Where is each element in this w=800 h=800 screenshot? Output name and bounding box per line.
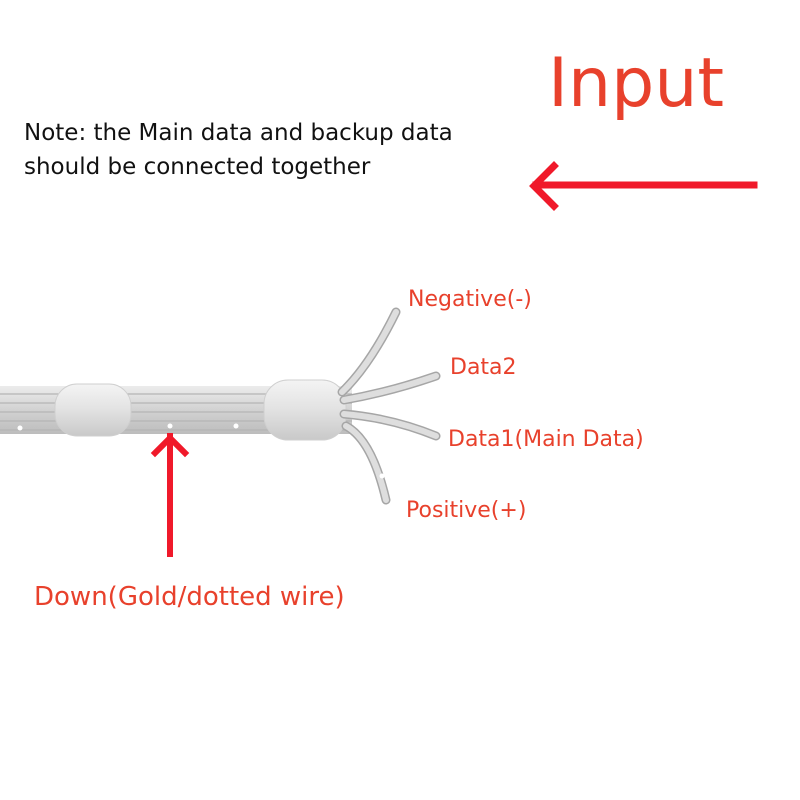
label-negative: Negative(-) bbox=[408, 287, 532, 312]
label-data1: Data1(Main Data) bbox=[448, 427, 644, 452]
note-line-2: should be connected together bbox=[24, 154, 371, 180]
input-title: Input bbox=[548, 44, 725, 123]
label-positive: Positive(+) bbox=[406, 498, 527, 523]
note-line-1: Note: the Main data and backup data bbox=[24, 120, 453, 146]
wire-ends bbox=[337, 307, 441, 505]
input-arrow bbox=[529, 161, 758, 211]
label-down: Down(Gold/dotted wire) bbox=[34, 582, 345, 612]
insulation-sleeve-left bbox=[54, 383, 132, 437]
dotted-wire-marker bbox=[17, 425, 23, 431]
insulation-sleeve-right bbox=[263, 379, 347, 441]
dotted-wire-marker bbox=[233, 423, 239, 429]
label-data2: Data2 bbox=[450, 355, 517, 380]
dotted-wire-marker bbox=[167, 423, 173, 429]
down-arrow bbox=[150, 433, 190, 557]
